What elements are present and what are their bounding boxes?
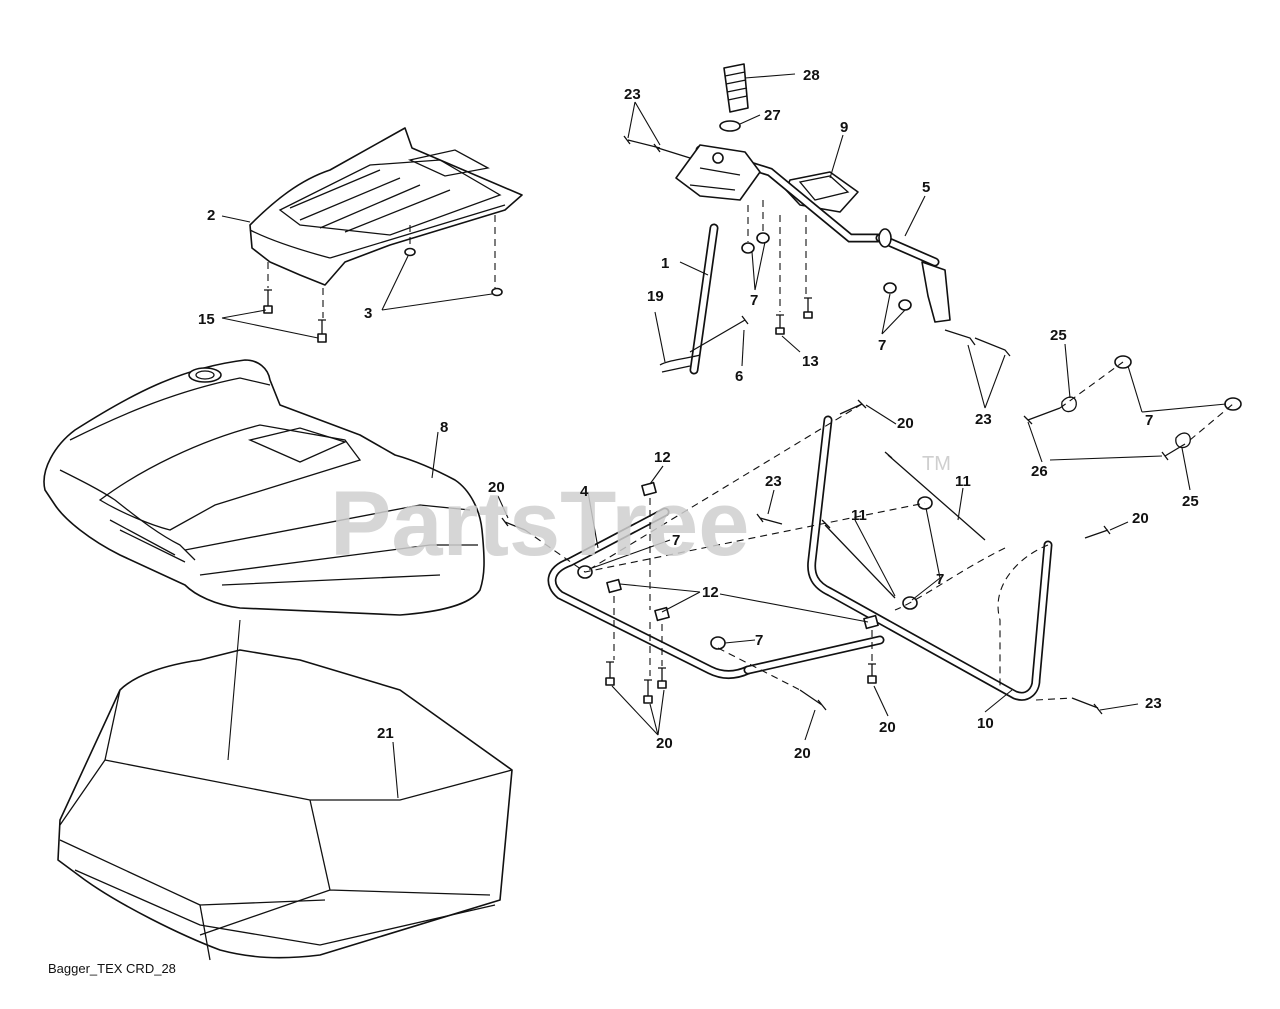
callout-20[interactable]: 20 [879,719,896,736]
part-12-nuts[interactable] [606,481,879,630]
callout-7[interactable]: 7 [936,571,944,588]
part-1-tube[interactable] [689,223,719,375]
watermark-brand: PartsTree [330,473,749,575]
part-11-pins[interactable] [821,451,986,599]
callout-9[interactable]: 9 [840,119,848,136]
callout-28[interactable]: 28 [803,67,820,84]
callout-10[interactable]: 10 [977,715,994,732]
callout-2[interactable]: 2 [207,207,215,224]
part-21-grass-bag[interactable] [57,649,513,961]
part-27-washer[interactable] [719,120,741,132]
callout-7[interactable]: 7 [750,292,758,309]
part-25-clips[interactable] [1061,396,1191,449]
callout-25[interactable]: 25 [1050,327,1067,344]
callout-27[interactable]: 27 [764,107,781,124]
part-3-nuts[interactable] [404,247,503,297]
callout-7[interactable]: 7 [878,337,886,354]
callout-6[interactable]: 6 [735,368,743,385]
callout-7[interactable]: 7 [755,632,763,649]
callout-21[interactable]: 21 [377,725,394,742]
callout-23[interactable]: 23 [1145,695,1162,712]
diagram-code: Bagger_TEX CRD_28 [48,961,176,976]
callout-23[interactable]: 23 [765,473,782,490]
callout-12[interactable]: 12 [702,584,719,601]
callout-26[interactable]: 26 [1031,463,1048,480]
part-4-frame-rail[interactable] [547,507,885,679]
callout-11[interactable]: 11 [955,473,971,490]
callout-13[interactable]: 13 [802,353,819,370]
part-6-bolt[interactable] [689,315,749,353]
callout-23[interactable]: 23 [624,86,641,103]
callout-20[interactable]: 20 [897,415,914,432]
callout-20[interactable]: 20 [794,745,811,762]
callout-7[interactable]: 7 [672,532,680,549]
callout-4[interactable]: 4 [580,483,589,500]
callout-8[interactable]: 8 [440,419,448,436]
part-19-pin[interactable] [659,354,701,373]
part-7-nuts-upper[interactable] [741,232,912,311]
part-10-frame-rail[interactable] [807,415,1053,701]
watermark-tm: TM [922,453,951,475]
part-13-bolts[interactable] [775,297,813,335]
callout-20[interactable]: 20 [656,735,673,752]
callout-12[interactable]: 12 [654,449,671,466]
callout-5[interactable]: 5 [922,179,930,196]
part-23-bolts-lower[interactable] [756,513,1103,715]
callout-7[interactable]: 7 [1145,412,1153,429]
callout-20[interactable]: 20 [1132,510,1149,527]
part-handle-pivot-block[interactable] [675,144,761,201]
callout-19[interactable]: 19 [647,288,664,305]
callout-11[interactable]: 11 [851,507,867,524]
part-8-bagger-hood[interactable] [43,359,485,616]
part-15-screws[interactable] [263,289,327,343]
callout-1[interactable]: 1 [661,255,669,272]
callout-25[interactable]: 25 [1182,493,1199,510]
callout-23[interactable]: 23 [975,411,992,428]
callout-15[interactable]: 15 [198,311,215,328]
part-20-bolts[interactable] [501,399,1111,711]
part-2-top-cover[interactable] [249,127,523,286]
part-28-handle-grip[interactable] [723,63,749,113]
callout-3[interactable]: 3 [364,305,372,322]
part-23-bolts-upper[interactable] [623,135,1011,357]
part-26-pins[interactable] [1023,407,1186,461]
callout-20[interactable]: 20 [488,479,505,496]
